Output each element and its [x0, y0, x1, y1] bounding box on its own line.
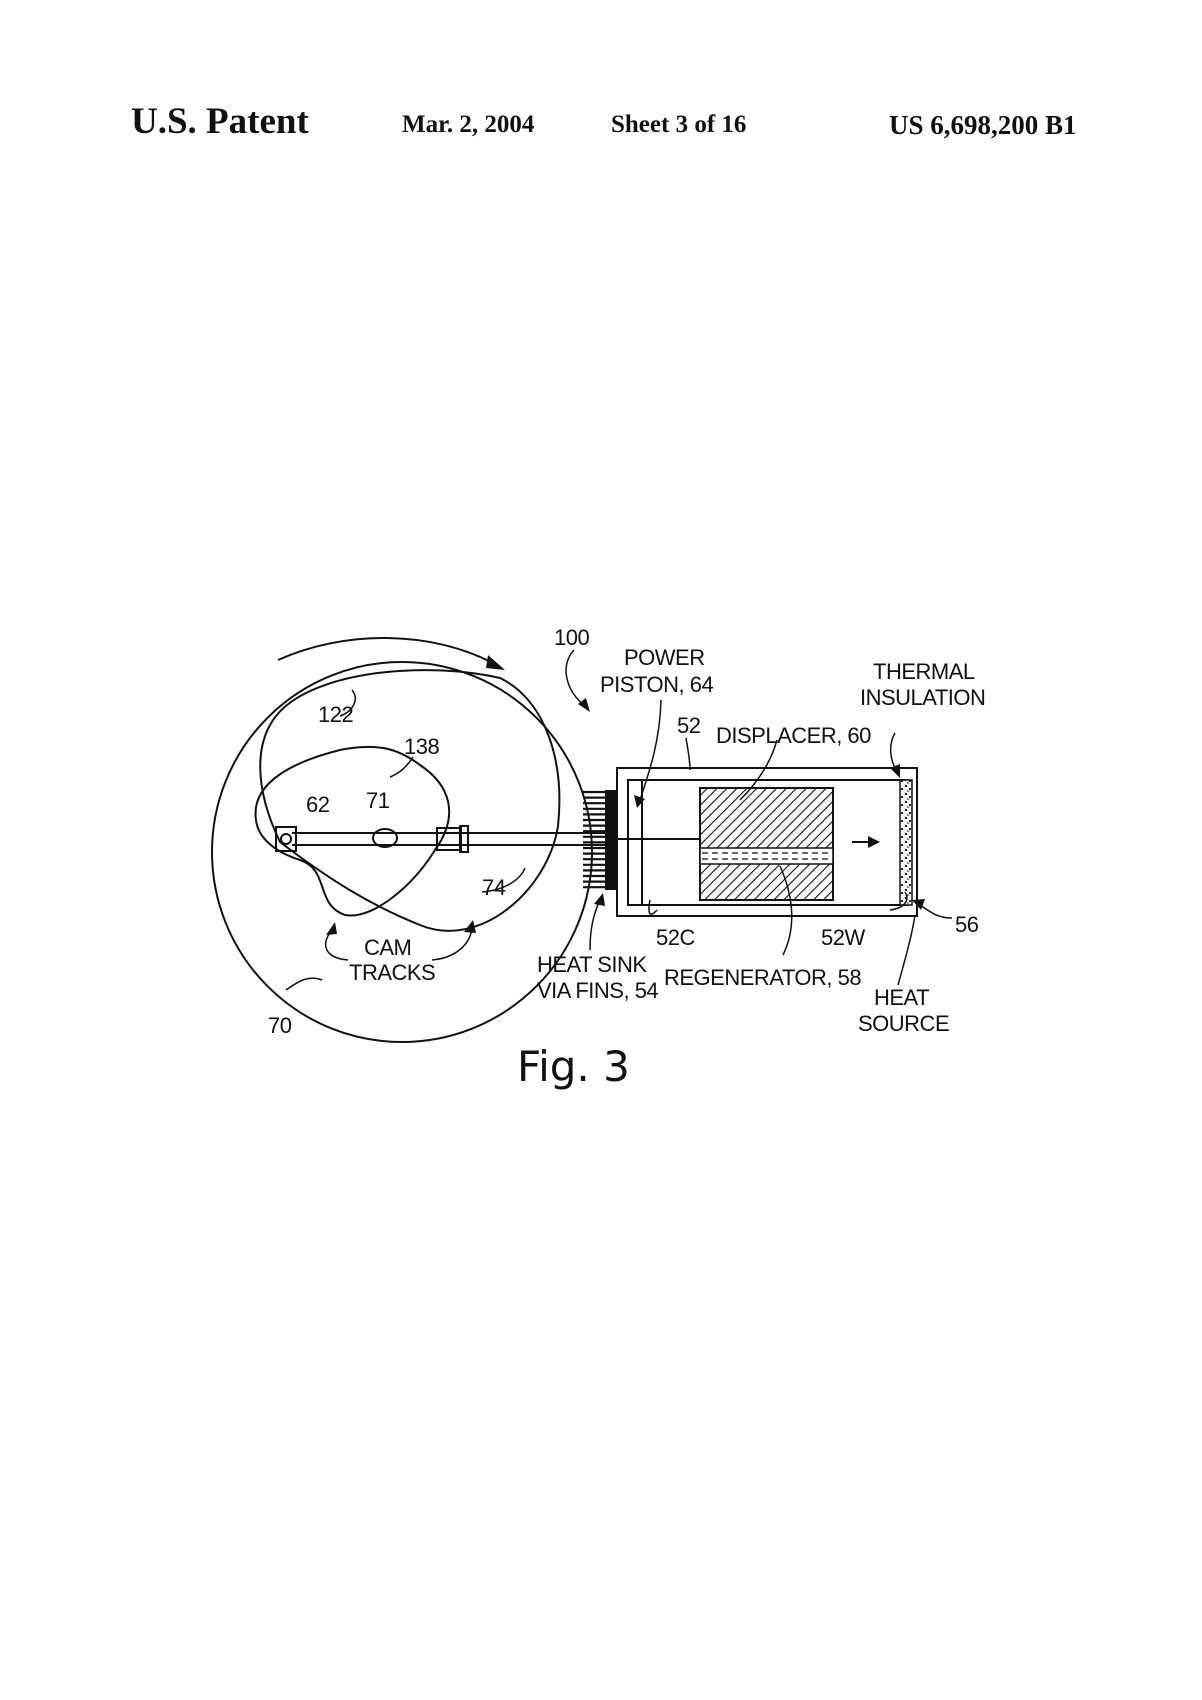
label-source: SOURCE: [858, 1011, 949, 1036]
sheet-number: Sheet 3 of 16: [611, 111, 747, 138]
label-regenerator: REGENERATOR, 58: [664, 965, 861, 990]
label-tracks: TRACKS: [349, 960, 435, 985]
label-heat-sink-line2: VIA FINS, 54: [537, 978, 658, 1003]
label-52w: 52W: [821, 925, 865, 950]
label-heat: HEAT: [874, 985, 929, 1010]
displacer-60: [699, 787, 834, 901]
label-displacer: DISPLACER, 60: [716, 723, 871, 748]
label-heat-sink-line1: HEAT SINK: [537, 952, 647, 977]
figure-caption: Fig. 3: [517, 1042, 630, 1091]
patent-title: U.S. Patent: [131, 101, 309, 142]
power-piston-64: [627, 779, 643, 906]
cam-pin-71: [372, 828, 398, 848]
label-52c: 52C: [656, 925, 695, 950]
patent-number: US 6,698,200 B1: [889, 110, 1077, 140]
cam-disk-70: [211, 661, 593, 1043]
label-122: 122: [318, 702, 353, 727]
label-52: 52: [677, 713, 701, 738]
label-thermal-line2: INSULATION: [860, 685, 985, 710]
connecting-rod-62: [275, 825, 612, 853]
label-56: 56: [955, 912, 979, 937]
label-100: 100: [554, 625, 589, 650]
heat-source-56: [899, 779, 913, 906]
page-header: U.S. Patent Mar. 2, 2004 Sheet 3 of 16 U…: [0, 0, 1202, 200]
leader-lines: [285, 649, 953, 991]
patent-date: Mar. 2, 2004: [402, 111, 535, 138]
label-74: 74: [482, 875, 506, 900]
label-cam: CAM: [364, 935, 411, 960]
label-138: 138: [404, 734, 439, 759]
cam-track-122: [259, 669, 561, 932]
motion-arrow: [852, 836, 880, 848]
label-power-line1: POWER: [624, 645, 705, 670]
rotation-arrow: [277, 637, 505, 670]
heat-sink-fins-54: [583, 790, 617, 890]
label-thermal-line1: THERMAL: [873, 659, 975, 684]
label-62: 62: [306, 792, 330, 817]
label-70: 70: [268, 1013, 292, 1038]
label-71: 71: [366, 788, 390, 813]
cam-track-138: [254, 745, 451, 917]
label-power-line2: PISTON, 64: [600, 672, 713, 697]
